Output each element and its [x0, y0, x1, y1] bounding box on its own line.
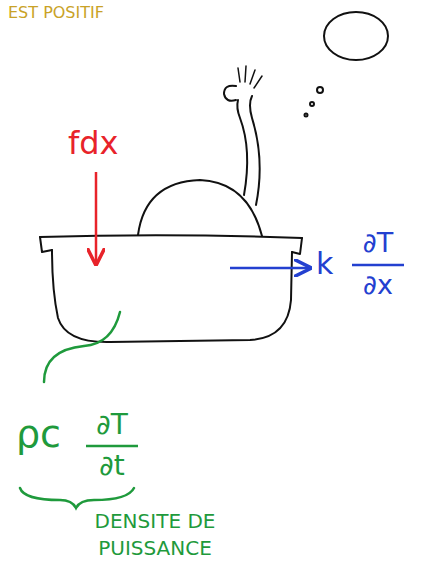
brace: [20, 488, 134, 508]
note-text: EST POSITIF: [8, 4, 104, 22]
brace: [44, 312, 120, 382]
chicken-neck: [237, 100, 247, 195]
chicken-body: [138, 180, 262, 236]
fraction-numerator: ∂T: [84, 410, 140, 441]
coefficient-label: ρc: [16, 414, 61, 456]
pot-handle: [292, 238, 302, 254]
thought-dot: [317, 87, 323, 93]
fraction-numerator: ∂T: [350, 228, 406, 258]
pot-and-chicken: [40, 12, 388, 342]
chicken-sparks: [238, 66, 262, 88]
force-label: fdx: [68, 126, 119, 161]
fraction-denominator: ∂t: [84, 451, 140, 482]
fraction-bar: [86, 445, 138, 448]
pot-handle: [40, 237, 52, 252]
flux-coefficient: k: [316, 247, 333, 280]
fraction-bar: [352, 264, 404, 267]
caption-note: DENSITE DE PUISSANCE: [80, 508, 230, 562]
pot-body: [52, 250, 292, 342]
thought-dot: [305, 114, 308, 117]
thought-dot: [310, 102, 314, 106]
chicken-neck: [250, 96, 260, 205]
flux-arrow: [230, 267, 308, 270]
chicken-head: [224, 86, 236, 101]
thought-bubble: [324, 12, 388, 60]
fraction-denominator: ∂x: [350, 270, 406, 300]
force-arrow: [95, 172, 98, 262]
